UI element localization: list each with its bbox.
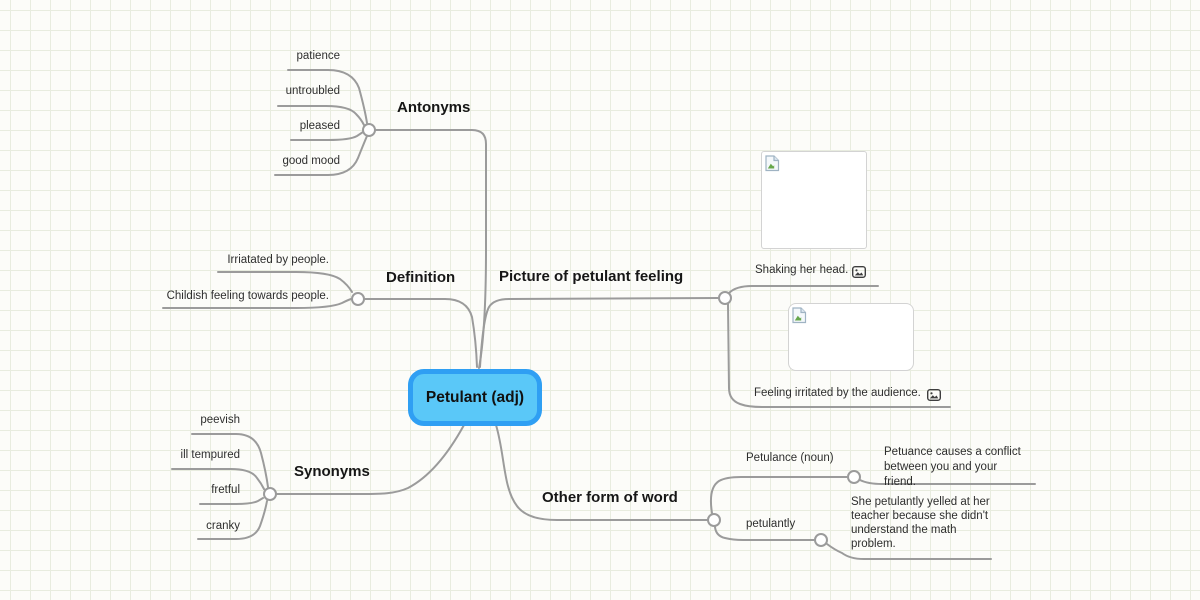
branch-synonyms[interactable]: Synonyms (294, 463, 370, 480)
leaf-good-mood[interactable]: good mood (282, 155, 340, 167)
connector-patience (287, 69, 368, 124)
leaf-petulance[interactable]: Petulance (noun) (746, 452, 834, 464)
connector-good-mood (274, 135, 368, 176)
connector-childish (162, 298, 352, 309)
connector-fretful (199, 497, 264, 505)
branch-definition[interactable]: Definition (386, 269, 456, 286)
connector-cranky (197, 500, 268, 540)
leaf-untroubled[interactable]: untroubled (285, 85, 340, 97)
caption-shaking[interactable]: Shaking her head. (755, 264, 849, 276)
leaf-pleased[interactable]: pleased (299, 120, 340, 132)
connector-untroubled (277, 105, 365, 126)
connector-petulance (709, 476, 848, 514)
connector-irriatated (217, 271, 353, 293)
photo-icon[interactable] (926, 388, 942, 406)
connector-definition (363, 298, 478, 368)
branch-other-forms[interactable]: Other form of word (542, 489, 678, 506)
caption-audience[interactable]: Feeling irritated by the audience. (754, 387, 921, 399)
handle-other-forms[interactable] (707, 513, 721, 527)
connector-petulance-note (859, 479, 1036, 485)
handle-definition[interactable] (351, 292, 365, 306)
leaf-peevish[interactable]: peevish (200, 414, 240, 426)
connector-peevish (191, 433, 269, 488)
image-node-audience[interactable] (788, 303, 914, 371)
connector-synonyms (275, 424, 465, 495)
connector-pleased (290, 131, 364, 141)
handle-petulantly[interactable] (814, 533, 828, 547)
leaf-ill-tempured[interactable]: ill tempured (180, 449, 240, 461)
connector-petulantly-note (826, 543, 992, 560)
connector-picture-1 (728, 285, 879, 294)
note-petulantly[interactable]: She petulantly yelled at her teacher bec… (851, 496, 990, 550)
handle-picture[interactable] (718, 291, 732, 305)
photo-icon[interactable] (851, 265, 867, 283)
connector-picture (479, 297, 720, 368)
branch-antonyms[interactable]: Antonyms (397, 99, 471, 116)
leaf-childish[interactable]: Childish feeling towards people. (166, 290, 329, 302)
branch-picture[interactable]: Picture of petulant feeling (499, 268, 684, 285)
connector-petulantly (714, 526, 815, 541)
handle-synonyms[interactable] (263, 487, 277, 501)
connector-other-forms (495, 424, 709, 521)
leaf-fretful[interactable]: fretful (211, 484, 240, 496)
connector-antonyms (374, 129, 487, 369)
leaf-petulantly[interactable]: petulantly (746, 518, 796, 530)
note-petulance[interactable]: Petuance causes a conflict between you a… (884, 446, 1021, 488)
broken-image-icon (792, 307, 807, 329)
connector-picture-2 (727, 303, 951, 408)
leaf-cranky[interactable]: cranky (206, 520, 240, 532)
root-topic[interactable]: Petulant (adj) (408, 369, 542, 426)
handle-petulance[interactable] (847, 470, 861, 484)
broken-image-icon (765, 155, 780, 177)
image-node-shaking[interactable] (761, 151, 867, 249)
leaf-irriatated[interactable]: Irriatated by people. (227, 254, 329, 266)
leaf-patience[interactable]: patience (296, 50, 340, 62)
root-topic-label: Petulant (adj) (425, 388, 525, 406)
handle-antonyms[interactable] (362, 123, 376, 137)
connector-ill-tempured (171, 468, 265, 490)
